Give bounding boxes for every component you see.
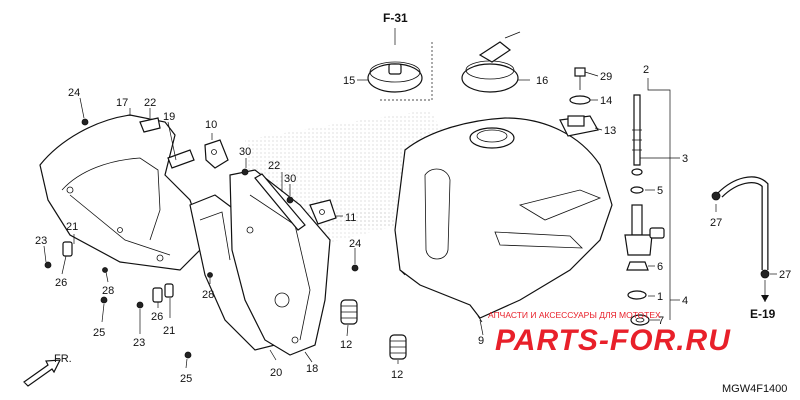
ref-f31: F-31 [383,11,408,45]
o-ring-5 [630,168,644,194]
bolt-29 [574,67,586,90]
callout-23a: 23 [35,235,47,247]
fuel-valve [624,204,665,256]
callout-26a: 26 [55,277,67,289]
callout-22b: 22 [268,160,280,172]
callout-29: 29 [600,71,612,83]
grommet-12a [340,299,358,325]
callout-21b: 21 [163,325,175,337]
callout-12a: 12 [340,339,352,351]
callout-28b: 28 [202,289,214,301]
fasteners [44,118,359,359]
washer-14 [569,95,591,105]
ref-f31-text: F-31 [383,11,408,25]
ref-e19-text: E-19 [750,307,776,321]
callout-4: 4 [682,295,688,307]
bracket-19 [167,149,195,169]
strainer-3 [632,94,642,166]
callout-28a: 28 [102,285,114,297]
ref-e19: E-19 [750,280,776,321]
callout-14: 14 [600,95,612,107]
nut-6 [626,261,649,271]
leader-lines [43,71,777,369]
front-label: FR. [54,353,72,365]
callout-25b: 25 [180,373,192,385]
callout-9: 9 [478,335,484,347]
callout-17: 17 [116,97,128,109]
bracket-10 [204,139,229,169]
watermark-text: АПЧАСТИ И АКСЕССУАРЫ ДЛЯ МОТОТЕХ [488,310,661,320]
callout-22a: 22 [144,97,156,109]
diagram-code: MGW4F1400 [722,383,787,395]
callouts: 15 16 29 14 13 2 3 5 6 1 4 7 27 27 24 17… [35,64,791,385]
callout-11: 11 [345,212,356,224]
callout-27b: 27 [779,269,791,281]
callout-26b: 26 [151,311,163,323]
callout-1: 1 [657,291,663,303]
o-ring-1 [627,290,647,300]
side-cover-18 [229,169,331,356]
clip-22-left [139,117,161,133]
mount-13 [559,115,599,137]
callout-27a: 27 [710,217,722,229]
callout-24b: 24 [349,238,361,250]
callout-18: 18 [306,363,318,375]
front-arrow: FR. [23,353,72,387]
callout-12b: 12 [391,369,403,381]
callout-25a: 25 [93,327,105,339]
grommet-12b [389,334,407,360]
callout-15: 15 [343,75,355,87]
callout-10: 10 [205,119,217,131]
watermark-logo: PARTS-FOR.RU [495,324,731,357]
fuel-cap-16 [461,31,521,93]
watermark: АПЧАСТИ И АКСЕССУАРЫ ДЛЯ МОТОТЕХ PARTS-F… [488,310,731,357]
callout-2: 2 [643,64,649,76]
fuel-tank [394,117,613,323]
callout-21a: 21 [66,221,78,233]
callout-24a: 24 [68,87,80,99]
fuel-cap-15 [367,61,423,93]
rail-22 [254,173,306,231]
callout-16: 16 [536,75,548,87]
callout-30a: 30 [239,146,251,158]
callout-20: 20 [270,367,282,379]
callout-7: 7 [658,315,664,327]
callout-30b: 30 [284,173,296,185]
callout-3: 3 [682,153,688,165]
callout-5: 5 [657,185,663,197]
callout-6: 6 [657,261,663,273]
fuel-hose [711,176,770,279]
bracket-11 [309,199,337,225]
callout-13: 13 [604,125,616,137]
callout-19: 19 [163,111,175,123]
washer-7 [630,314,650,326]
callout-23b: 23 [133,337,145,349]
left-shroud [39,114,206,271]
